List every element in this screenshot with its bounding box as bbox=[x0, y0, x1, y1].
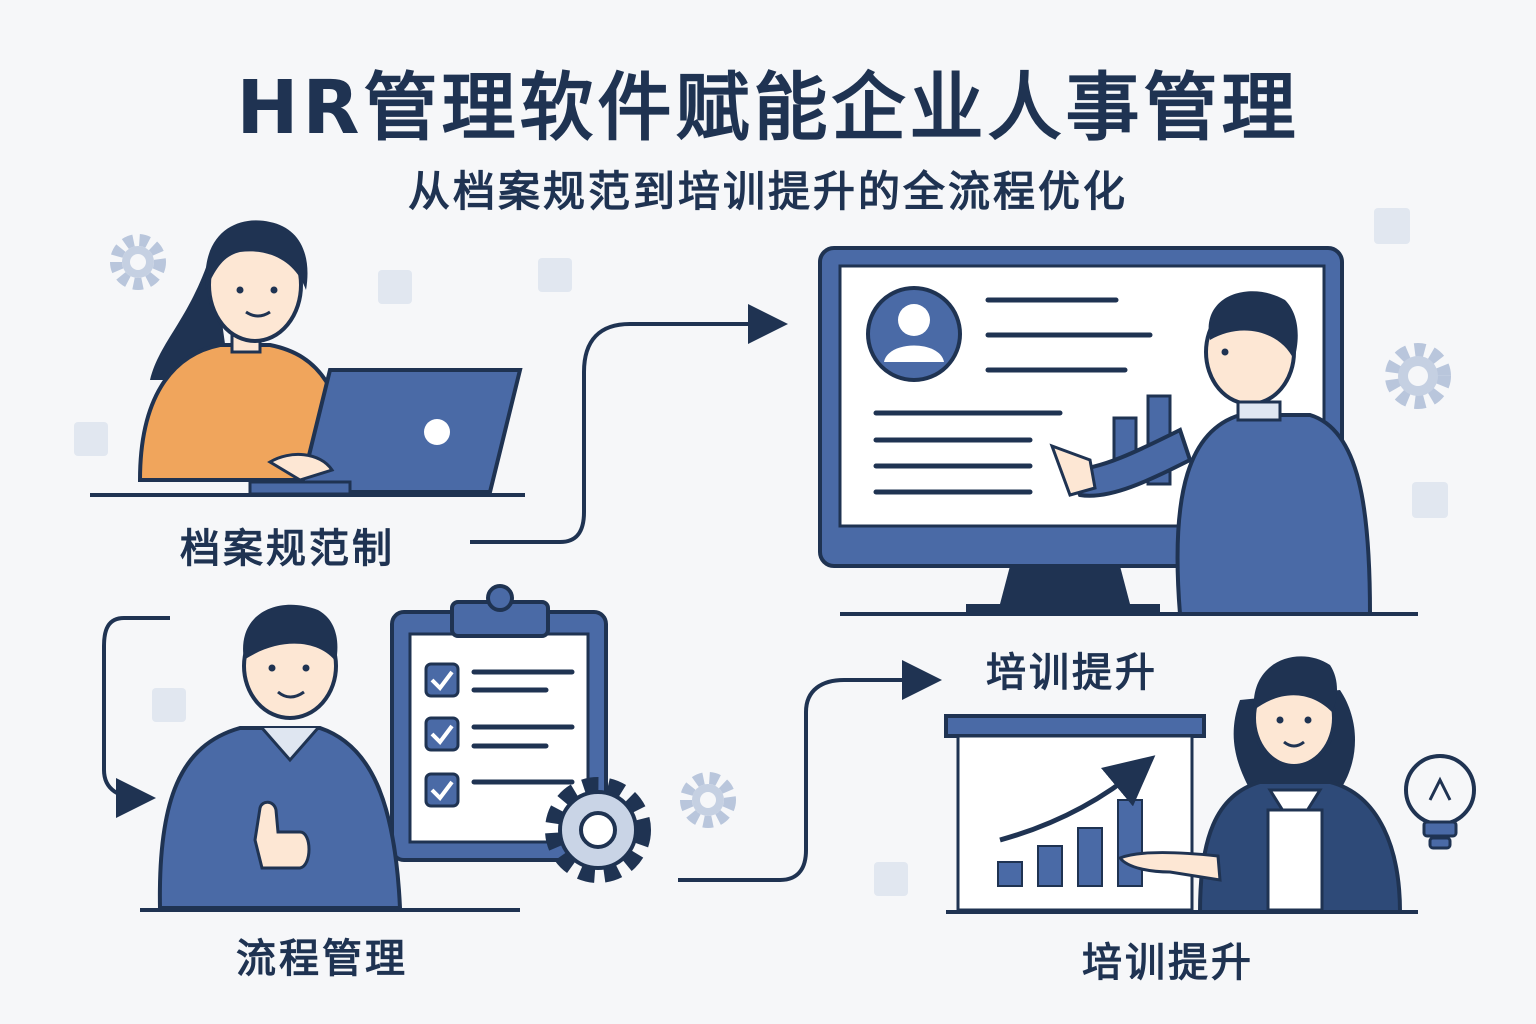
lightbulb-icon bbox=[1404, 754, 1476, 850]
page-subtitle: 从档案规范到培训提升的全流程优化 bbox=[407, 167, 1128, 216]
page-title: HR管理软件赋能企业人事管理 bbox=[236, 65, 1300, 151]
gear-icon bbox=[1385, 343, 1451, 409]
arrow-icon bbox=[102, 616, 170, 818]
step-label-archive: 档案规范制 bbox=[180, 526, 395, 572]
user-avatar-icon bbox=[866, 286, 962, 382]
gear-icon bbox=[680, 772, 736, 828]
scene-training bbox=[944, 656, 1418, 914]
scene-monitor bbox=[818, 246, 1418, 616]
arrow-icon bbox=[470, 304, 788, 544]
step-label-training-top: 培训提升 bbox=[986, 650, 1158, 696]
scene-archive bbox=[90, 220, 525, 497]
scene-process bbox=[140, 584, 651, 912]
gear-icon bbox=[110, 234, 166, 290]
checkbox-icon bbox=[424, 662, 460, 808]
gear-icon bbox=[545, 777, 651, 883]
step-label-training-bottom: 培训提升 bbox=[1082, 940, 1254, 986]
bar-chart-icon bbox=[997, 799, 1143, 887]
step-label-process: 流程管理 bbox=[236, 936, 408, 982]
decor-squares bbox=[74, 208, 1448, 896]
arrow-icon bbox=[678, 660, 942, 882]
